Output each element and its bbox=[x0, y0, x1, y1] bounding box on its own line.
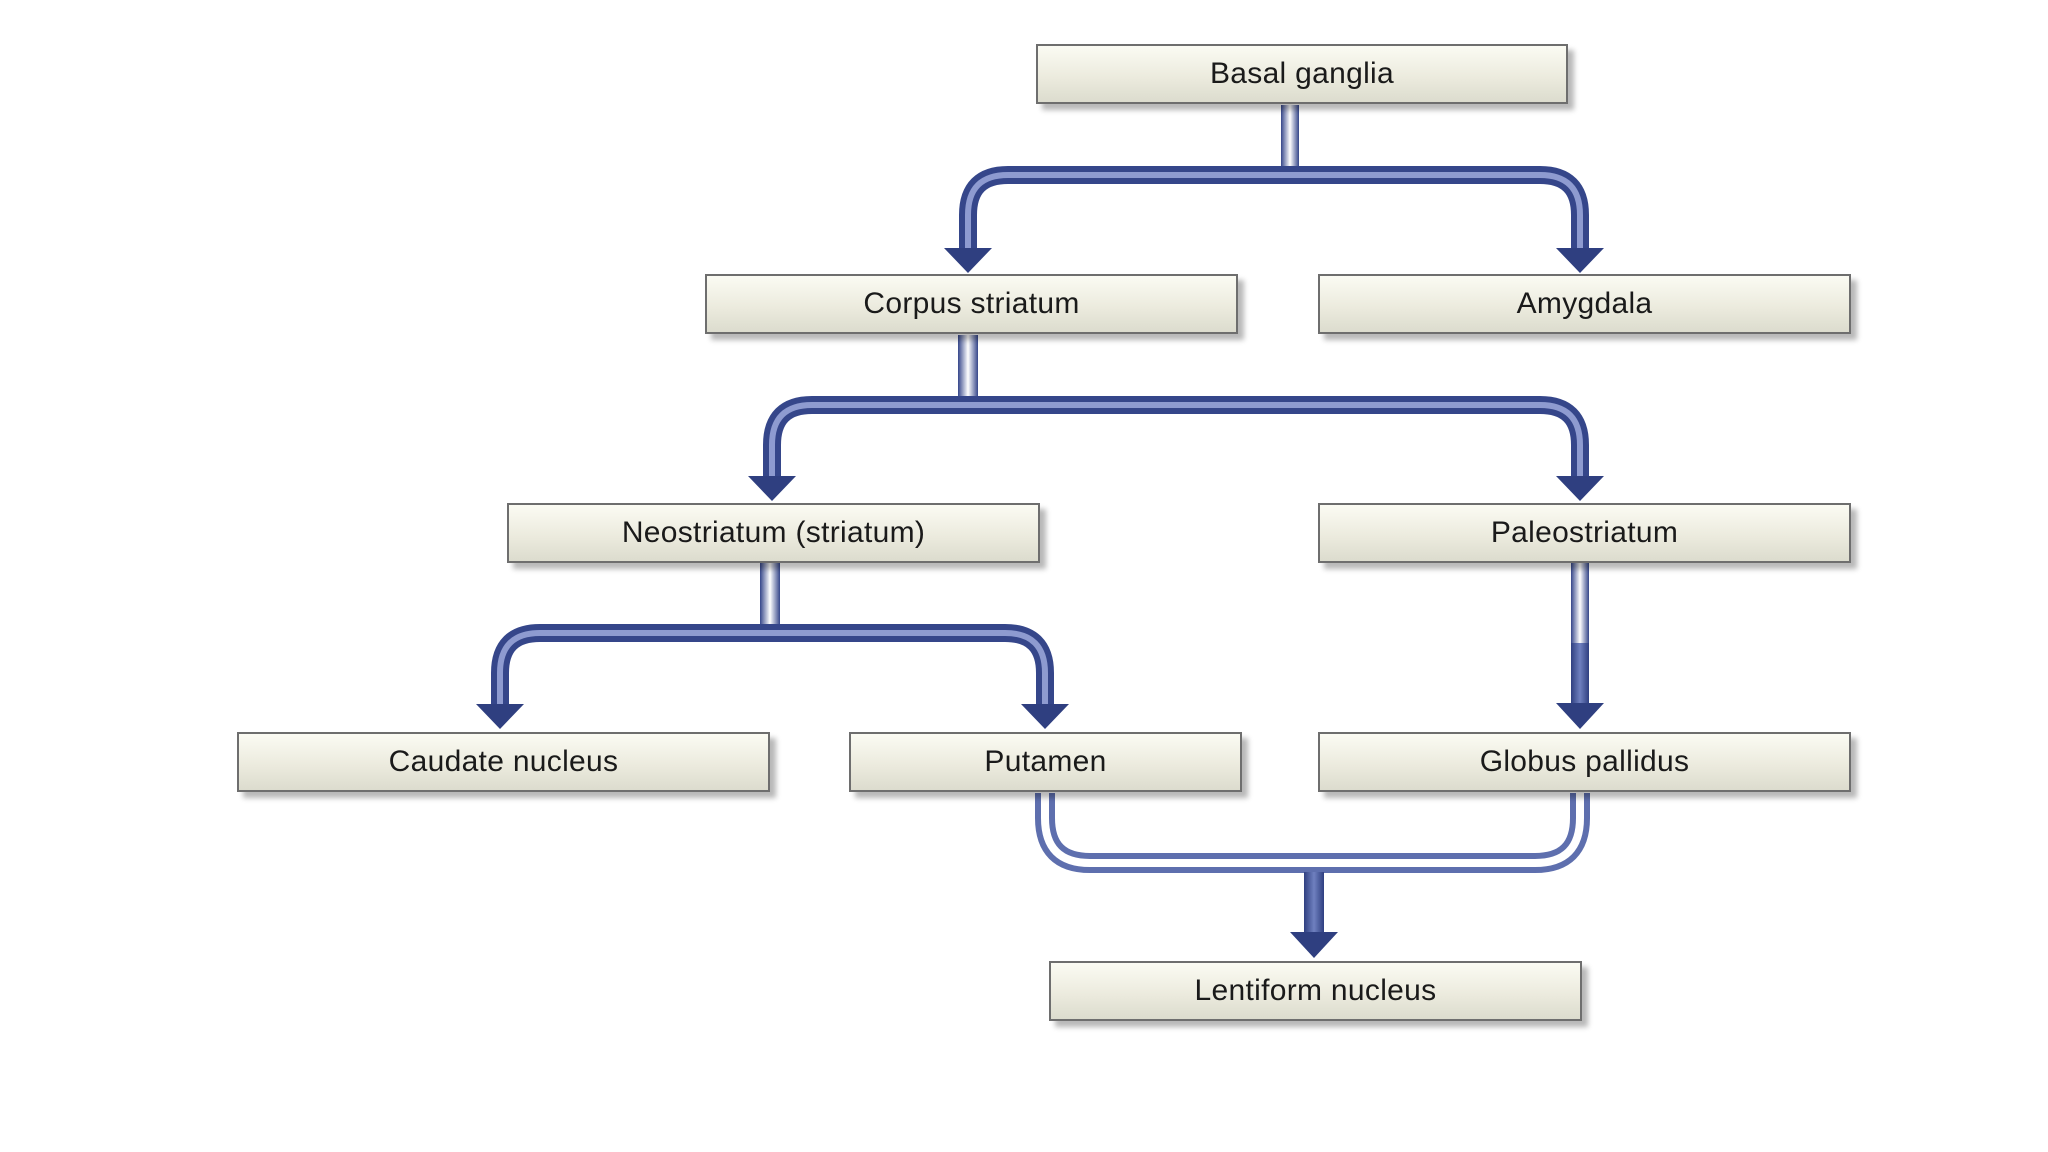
node-globus-pallidus: Globus pallidus bbox=[1318, 732, 1851, 792]
node-lentiform-nucleus: Lentiform nucleus bbox=[1049, 961, 1582, 1021]
connector-neo-to-caudate-putamen bbox=[476, 563, 1069, 729]
node-amygdala: Amygdala bbox=[1318, 274, 1851, 334]
connector-putamen-globus-to-lentiform bbox=[1035, 793, 1590, 958]
connector-corpus-to-neo-paleo bbox=[748, 335, 1604, 501]
node-corpus-striatum: Corpus striatum bbox=[705, 274, 1238, 334]
connector-basal-to-corpus-amygdala bbox=[944, 105, 1604, 273]
node-neostriatum: Neostriatum (striatum) bbox=[507, 503, 1040, 563]
connector-paleo-to-globus bbox=[1556, 563, 1604, 729]
node-caudate-nucleus: Caudate nucleus bbox=[237, 732, 770, 792]
node-paleostriatum: Paleostriatum bbox=[1318, 503, 1851, 563]
node-basal-ganglia: Basal ganglia bbox=[1036, 44, 1568, 104]
node-putamen: Putamen bbox=[849, 732, 1242, 792]
